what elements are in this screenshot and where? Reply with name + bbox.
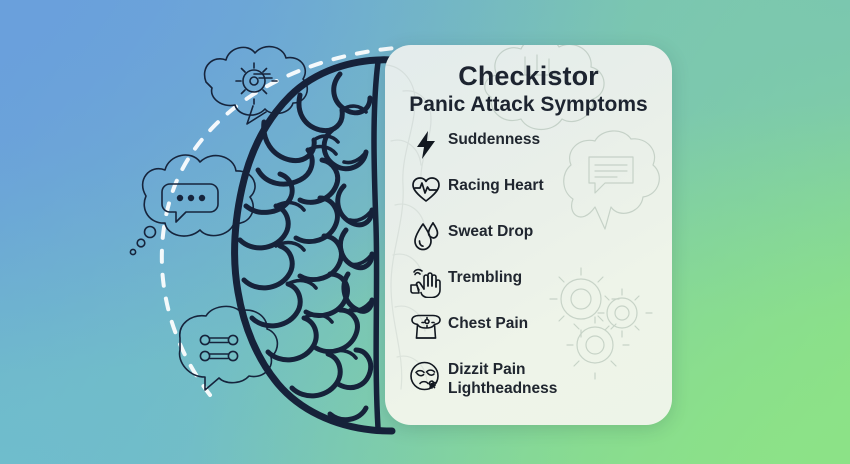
page-subtitle: Panic Attack Symptoms [409,93,648,117]
trembling-hands-icon [404,266,448,299]
dizzy-face-icon [404,358,448,394]
gears-watermark [549,267,653,380]
list-item-label: Suddenness [448,131,541,149]
speech-dots-icon [161,183,219,223]
checklist-card: Checkistor Panic Attack Symptoms Suddenn… [385,45,672,425]
list-item[interactable]: Dizzit Pain Lightheadness [399,358,658,398]
list-item[interactable]: Trembling [399,266,658,312]
card-watermarks [385,45,660,390]
page-title: Checkistor [458,61,599,91]
list-item-label: Dizzit Pain Lightheadness [448,361,558,397]
list-item[interactable]: Suddenness [399,128,658,174]
card-content: Checkistor Panic Attack Symptoms Suddenn… [385,45,672,425]
speech-bubble-network [178,305,279,391]
list-item[interactable]: Sweat Drop [399,220,658,266]
list-item-label: Trembling [448,269,523,287]
lightning-bolt-icon [404,128,448,160]
chest-torso-icon [404,312,448,340]
speech-bubble-message-watermark [563,130,660,230]
network-nodes-icon [199,334,239,362]
water-drop-icon [404,220,448,252]
thought-bubble-gear [203,45,309,125]
thought-bubble-ellipsis [129,154,256,256]
symptom-checklist: Suddenness Ra [399,128,658,398]
thought-cloud-watermark [484,45,605,131]
list-item[interactable]: Racing Heart [399,174,658,220]
list-item-label: Racing Heart [448,177,544,195]
list-item-label: Chest Pain [448,315,529,333]
list-item-label: Sweat Drop [448,223,534,241]
heart-pulse-icon [404,174,448,204]
list-item[interactable]: Chest Pain [399,312,658,358]
gear-icon [235,62,278,105]
